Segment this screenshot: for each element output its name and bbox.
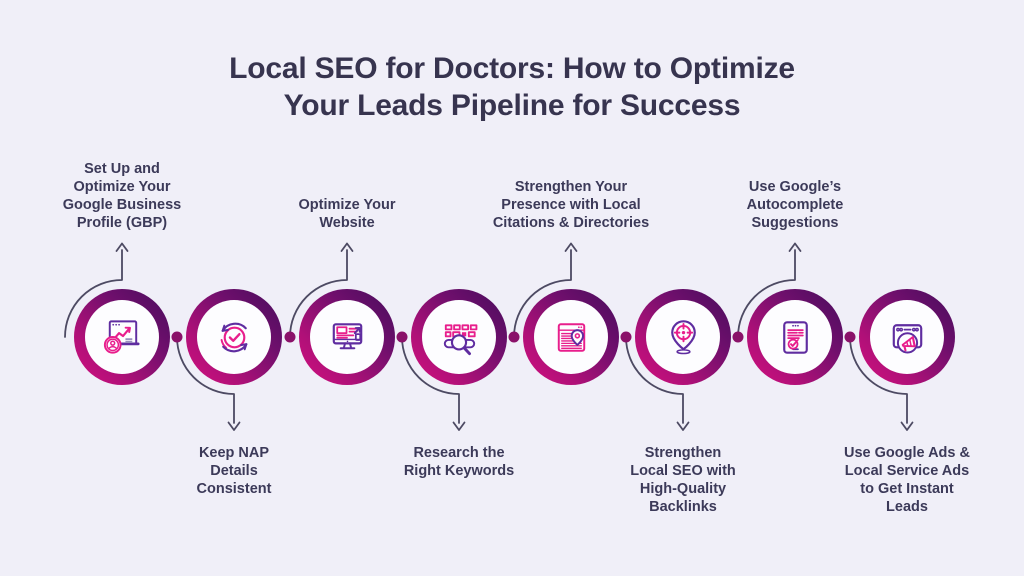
page-title: Local SEO for Doctors: How to Optimize Y…: [229, 52, 795, 122]
backlinks-target-pin-icon: [670, 319, 696, 354]
step-4-label: Research the Right Keywords: [403, 445, 515, 479]
connector-dot: [396, 331, 408, 343]
connector-dot: [620, 331, 632, 343]
connector-dot: [508, 331, 520, 343]
step-2-circle: [186, 289, 282, 385]
google-ads-megaphone-icon: [892, 323, 922, 353]
nap-sync-check-icon: [220, 322, 247, 352]
website-monitor-icon: [332, 322, 362, 349]
step-6-label: Strengthen Local SEO with High-Quality B…: [630, 445, 736, 515]
step-7-label: Use Google’s Autocomplete Suggestions: [746, 179, 844, 231]
step-6-circle: [635, 289, 731, 385]
step-1-circle: [74, 289, 170, 385]
keyword-search-icon: [443, 323, 477, 355]
step-7-circle: [747, 289, 843, 385]
arrow-step-1: [64, 242, 129, 338]
autocomplete-tablet-icon: [782, 320, 808, 354]
arrow-step-4: [401, 336, 466, 431]
arrow-step-7: [737, 242, 802, 338]
connector-dot: [844, 331, 856, 343]
step-8-circle: [859, 289, 955, 385]
google-business-profile-icon: [103, 319, 140, 354]
citations-directory-icon: [557, 322, 585, 352]
arrow-step-5: [513, 242, 578, 338]
arrow-step-3: [289, 242, 354, 338]
step-3-circle: [299, 289, 395, 385]
step-4-circle: [411, 289, 507, 385]
arrow-step-6: [625, 336, 690, 431]
connector-dot: [171, 331, 183, 343]
connector-dot: [284, 331, 296, 343]
step-5-label: Strengthen Your Presence with Local Cita…: [492, 179, 650, 231]
arrow-step-8: [849, 336, 914, 431]
arrow-step-2: [176, 336, 241, 431]
connector-dot: [732, 331, 744, 343]
step-8-label: Use Google Ads & Local Service Ads to Ge…: [844, 445, 970, 515]
step-3-label: Optimize Your Website: [298, 197, 396, 231]
step-2-label: Keep NAP Details Consistent: [196, 445, 272, 497]
connector-dots: [171, 331, 856, 343]
step-5-circle: [523, 289, 619, 385]
step-1-label: Set Up and Optimize Your Google Business…: [62, 161, 182, 231]
